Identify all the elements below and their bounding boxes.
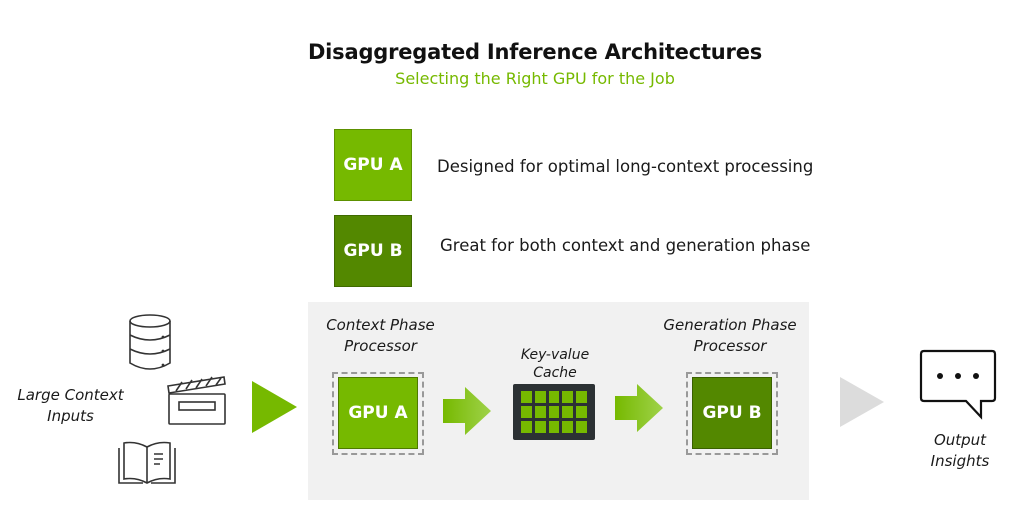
legend-gpu-b-swatch: GPU B (334, 215, 412, 287)
generation-gpu-b: GPU B (692, 377, 772, 449)
kv-cache-cell (548, 406, 560, 418)
to-generation-arrow-icon (615, 384, 663, 432)
kv-cache-cell (521, 391, 532, 403)
kv-cache-cell (548, 421, 560, 433)
input-arrow-icon (252, 381, 297, 433)
legend-gpu-a-swatch: GPU A (334, 129, 412, 201)
kv-cache-cell (576, 391, 587, 403)
generation-phase-outline (686, 372, 778, 455)
clapperboard-icon (167, 376, 226, 425)
kv-cache-cell (521, 406, 532, 418)
book-icon (118, 441, 176, 484)
context-gpu-a: GPU A (338, 377, 418, 449)
kv-cache-grid (513, 384, 595, 440)
legend-gpu-b-description: Great for both context and generation ph… (440, 236, 811, 255)
context-phase-outline (332, 372, 424, 455)
diagram-title: Disaggregated Inference Architectures (307, 40, 763, 64)
output-arrow-icon (840, 377, 884, 427)
legend-gpu-a-description: Designed for optimal long-context proces… (437, 157, 814, 176)
database-icon (129, 314, 171, 370)
kv-cache-cell (534, 391, 546, 403)
kv-cache-cell (521, 421, 532, 433)
kv-cache-cell (576, 406, 587, 418)
kv-cache-cell (562, 406, 574, 418)
kv-cache-cell (548, 391, 560, 403)
diagram-subtitle: Selecting the Right GPU for the Job (395, 69, 675, 88)
kv-cache-cell (534, 406, 546, 418)
to-cache-arrow-icon (443, 387, 491, 435)
kv-cache-cell (534, 421, 546, 433)
chat-bubble-ellipsis-icon (919, 349, 997, 420)
kv-cache-cell (562, 421, 574, 433)
kv-cache-cell (576, 421, 587, 433)
kv-cache-cell (562, 391, 574, 403)
